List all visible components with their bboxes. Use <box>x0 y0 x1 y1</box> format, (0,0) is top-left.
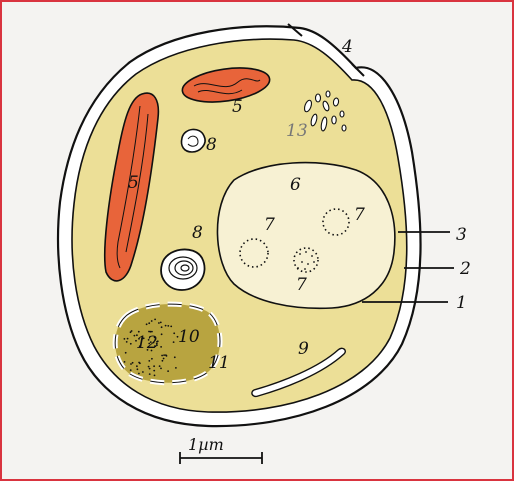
label-10: 10 <box>178 327 200 347</box>
label-12: 12 <box>136 333 158 353</box>
label-11: 11 <box>208 353 230 373</box>
label-7-right: 7 <box>354 205 365 225</box>
organelle-8-concentric <box>161 249 204 290</box>
label-5-long: 5 <box>128 173 139 193</box>
label-9: 9 <box>298 339 309 359</box>
label-4: 4 <box>341 37 353 57</box>
label-7-left: 7 <box>264 215 275 235</box>
organelle-8-top <box>181 129 205 152</box>
label-1: 1 <box>456 293 467 313</box>
label-6: 6 <box>290 175 301 195</box>
label-8-bottom: 8 <box>192 223 203 243</box>
label-3: 3 <box>456 225 467 245</box>
label-8-top: 8 <box>206 135 217 155</box>
scale-bar-label: 1µm <box>188 435 224 454</box>
label-2: 2 <box>459 259 471 279</box>
label-5-top: 5 <box>232 97 243 117</box>
label-13: 13 <box>286 121 308 141</box>
label-7-bottom: 7 <box>296 275 307 295</box>
